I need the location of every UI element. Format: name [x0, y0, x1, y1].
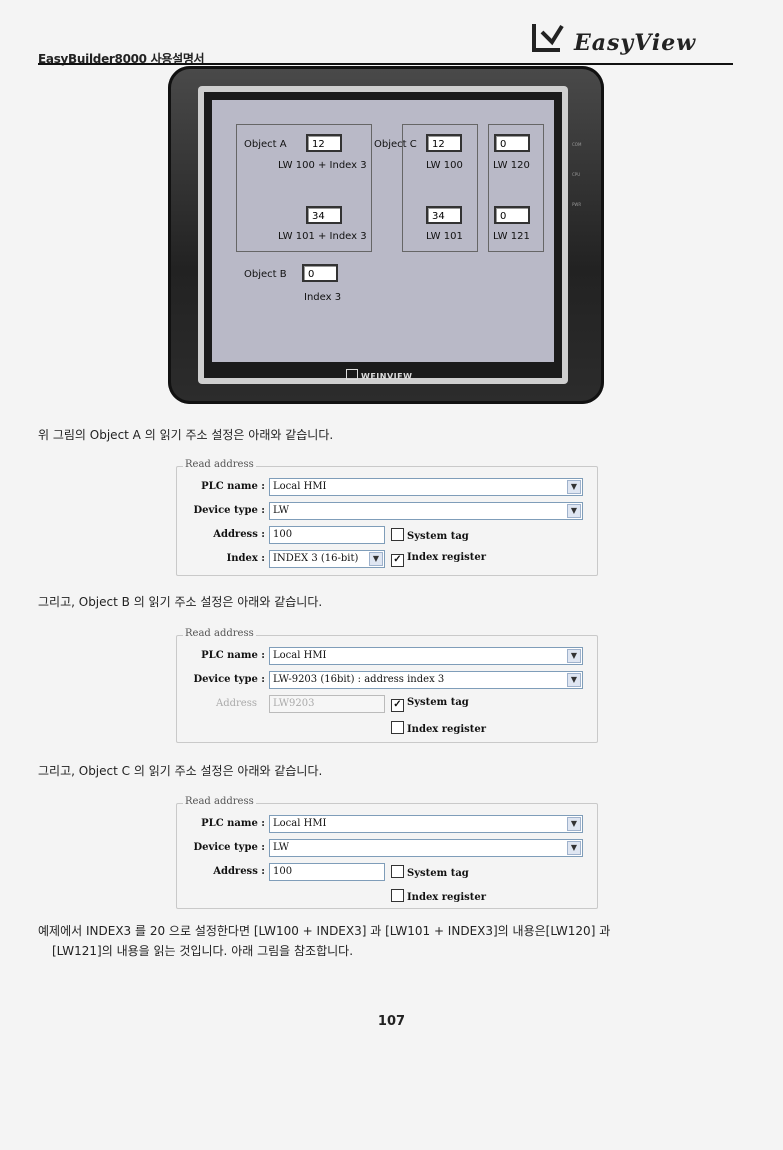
system-tag-label: System tag — [407, 697, 469, 708]
led-com: COM — [572, 142, 582, 147]
chevron-down-icon[interactable]: ▼ — [567, 841, 581, 855]
read-address-dialog-a: Read address PLC name : Local HMI ▼ Devic… — [176, 459, 598, 576]
chevron-down-icon[interactable]: ▼ — [567, 649, 581, 663]
page-number: 107 — [377, 1014, 406, 1029]
plc-name-select[interactable]: Local HMI ▼ — [269, 815, 583, 833]
object-d-value-1[interactable]: 0 — [494, 134, 530, 152]
checkbox-unchecked-icon[interactable] — [391, 528, 404, 541]
checkbox-checked-icon[interactable]: ✓ — [391, 699, 404, 712]
object-a-label: Object A — [244, 139, 287, 150]
object-a-value-1[interactable]: 12 — [306, 134, 342, 152]
object-c-address-2: LW 101 — [426, 231, 463, 242]
index-register-checkbox[interactable]: Index register — [391, 889, 486, 903]
device-type-value: LW-9203 (16bit) : address index 3 — [273, 674, 445, 685]
chevron-down-icon[interactable]: ▼ — [369, 552, 383, 566]
paragraph-object-b: 그리고, Object B 의 읽기 주소 설정은 아래와 같습니다. — [38, 595, 323, 609]
address-input[interactable]: 100 — [269, 863, 385, 881]
logo-text: EasyView — [574, 30, 697, 56]
index-register-checkbox[interactable]: Index register — [391, 721, 486, 735]
index-register-label: Index register — [407, 724, 487, 735]
object-a-address-2: LW 101 + Index 3 — [278, 231, 367, 242]
object-b-address: Index 3 — [304, 292, 342, 303]
dialog-title: Read address — [183, 796, 256, 807]
object-d-address-2: LW 121 — [493, 231, 530, 242]
address-label: Address — [216, 698, 257, 709]
led-pwr: PWR — [572, 202, 582, 207]
plc-name-label: PLC name : — [201, 650, 265, 661]
weinview-brand: WEINVIEW — [346, 369, 426, 381]
plc-name-value: Local HMI — [273, 481, 327, 492]
index-register-label: Index register — [407, 552, 487, 563]
object-b-label: Object B — [244, 269, 287, 280]
device-type-label: Device type : — [193, 842, 265, 853]
chevron-down-icon[interactable]: ▼ — [567, 817, 581, 831]
device-type-select[interactable]: LW-9203 (16bit) : address index 3 ▼ — [269, 671, 583, 689]
address-label: Address : — [213, 529, 265, 540]
paragraph-example-line-1: 예제에서 INDEX3 를 20 으로 설정한다면 [LW100 + INDEX… — [38, 924, 611, 938]
led-cpu: CPU — [572, 172, 581, 177]
index-select[interactable]: INDEX 3 (16-bit) ▼ — [269, 550, 385, 568]
system-tag-label: System tag — [407, 531, 469, 542]
system-tag-checkbox[interactable]: System tag — [391, 528, 469, 542]
dialog-title: Read address — [183, 628, 256, 639]
chevron-down-icon[interactable]: ▼ — [567, 504, 581, 518]
hmi-screen: Object A 12 LW 100 + Index 3 34 LW 101 +… — [212, 100, 554, 362]
checkbox-checked-icon[interactable]: ✓ — [391, 554, 404, 567]
address-input: LW9203 — [269, 695, 385, 713]
system-tag-label: System tag — [407, 868, 469, 879]
object-c-address-1: LW 100 — [426, 160, 463, 171]
paragraph-example-line-2: [LW121]의 내용을 읽는 것입니다. 아래 그림을 참조합니다. — [52, 944, 354, 958]
object-a-value-2[interactable]: 34 — [306, 206, 342, 224]
weinview-logo-icon — [346, 369, 358, 380]
object-c-label: Object C — [374, 139, 417, 150]
checkbox-unchecked-icon[interactable] — [391, 889, 404, 902]
brand-text: WEINVIEW — [361, 372, 413, 381]
index-label: Index : — [226, 553, 265, 564]
device-type-value: LW — [273, 842, 290, 853]
index-value: INDEX 3 (16-bit) — [273, 553, 359, 564]
system-tag-checkbox[interactable]: System tag — [391, 865, 469, 879]
checkbox-unchecked-icon[interactable] — [391, 721, 404, 734]
chevron-down-icon[interactable]: ▼ — [567, 480, 581, 494]
object-b-value[interactable]: 0 — [302, 264, 338, 282]
plc-name-value: Local HMI — [273, 650, 327, 661]
plc-name-label: PLC name : — [201, 818, 265, 829]
object-d-address-1: LW 120 — [493, 160, 530, 171]
read-address-dialog-b: Read address PLC name : Local HMI ▼ Devic… — [176, 628, 598, 743]
address-input[interactable]: 100 — [269, 526, 385, 544]
easyview-logo-icon — [532, 24, 564, 52]
plc-name-select[interactable]: Local HMI ▼ — [269, 478, 583, 496]
object-c-value-1[interactable]: 12 — [426, 134, 462, 152]
object-a-address-1: LW 100 + Index 3 — [278, 160, 367, 171]
plc-name-label: PLC name : — [201, 481, 265, 492]
object-c-value-2[interactable]: 34 — [426, 206, 462, 224]
easyview-logo: EasyView — [530, 20, 720, 60]
device-type-select[interactable]: LW ▼ — [269, 502, 583, 520]
plc-name-select[interactable]: Local HMI ▼ — [269, 647, 583, 665]
hmi-bezel: Object A 12 LW 100 + Index 3 34 LW 101 +… — [198, 86, 568, 384]
paragraph-object-c: 그리고, Object C 의 읽기 주소 설정은 아래와 같습니다. — [38, 764, 323, 778]
device-type-label: Device type : — [193, 674, 265, 685]
device-type-label: Device type : — [193, 505, 265, 516]
checkbox-unchecked-icon[interactable] — [391, 865, 404, 878]
document-title: EasyBuilder8000 사용설명서 — [38, 52, 205, 66]
device-type-value: LW — [273, 505, 290, 516]
hmi-device-image: Object A 12 LW 100 + Index 3 34 LW 101 +… — [168, 66, 604, 404]
header-rule — [38, 63, 733, 65]
paragraph-object-a: 위 그림의 Object A 의 읽기 주소 설정은 아래와 같습니다. — [38, 428, 334, 442]
object-c-group — [402, 124, 478, 252]
object-a-group — [236, 124, 372, 252]
address-label: Address : — [213, 866, 265, 877]
chevron-down-icon[interactable]: ▼ — [567, 673, 581, 687]
index-register-checkbox[interactable]: ✓Index register — [391, 552, 486, 567]
object-d-value-2[interactable]: 0 — [494, 206, 530, 224]
dialog-title: Read address — [183, 459, 256, 470]
index-register-label: Index register — [407, 892, 487, 903]
system-tag-checkbox[interactable]: ✓System tag — [391, 697, 469, 712]
object-d-group — [488, 124, 544, 252]
plc-name-value: Local HMI — [273, 818, 327, 829]
read-address-dialog-c: Read address PLC name : Local HMI ▼ Devic… — [176, 796, 598, 909]
device-type-select[interactable]: LW ▼ — [269, 839, 583, 857]
